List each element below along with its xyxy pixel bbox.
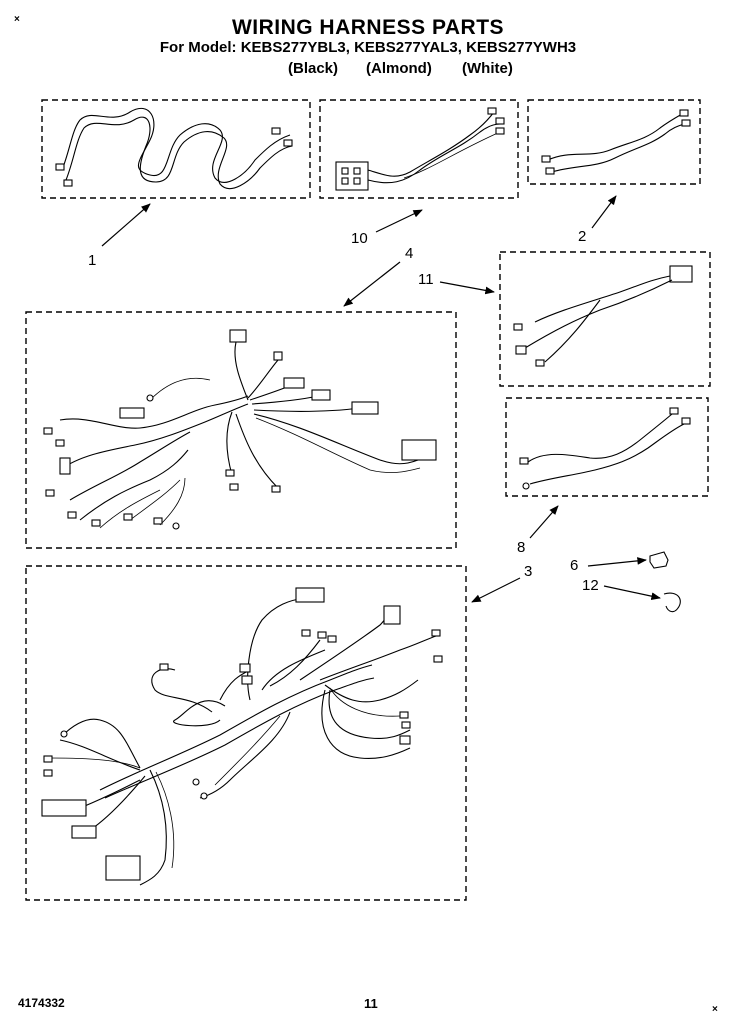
arrow-10 (375, 209, 423, 233)
registration-mark-bottom-right: × (712, 1004, 718, 1015)
callout-11: 11 (418, 271, 434, 288)
page-title: WIRING HARNESS PARTS (231, 16, 505, 39)
part-10-harness (319, 99, 519, 199)
color-white: (White) (462, 60, 513, 77)
part-3-harness (25, 565, 467, 901)
part-3-ribbon-connector (41, 799, 87, 817)
arrow-6 (587, 557, 647, 567)
part-1-box (41, 99, 311, 199)
arrow-11 (439, 281, 495, 295)
callout-labels: 1 10 2 4 11 8 3 6 12 (88, 228, 599, 594)
color-almond: (Almond) (366, 60, 432, 77)
part-11-plug (669, 265, 693, 283)
part-3-multi-connector (105, 855, 141, 881)
part-1-terminal (283, 139, 293, 147)
callout-1: 1 (88, 252, 96, 269)
callout-8: 8 (517, 539, 525, 556)
part-8-harness (505, 397, 709, 497)
callout-10: 10 (351, 230, 368, 247)
color-black: (Black) (288, 60, 339, 77)
arrow-4 (343, 261, 401, 307)
callout-3: 3 (524, 563, 532, 580)
document-number: 4174332 (18, 996, 65, 1010)
part-10-terminal (495, 127, 505, 135)
part-4-box (25, 311, 457, 549)
part-10-terminal (487, 107, 497, 115)
arrow-3 (471, 577, 521, 603)
part-3-box (25, 565, 467, 901)
arrow-8 (529, 505, 559, 539)
arrow-1 (101, 203, 151, 247)
part-2-box (527, 99, 701, 185)
part-2-harness (527, 99, 701, 185)
part-1-terminal (55, 163, 65, 171)
registration-mark-top-left: × (14, 14, 20, 25)
part-12-wire-tie (663, 592, 681, 613)
part-10-block-connector (335, 161, 369, 191)
callout-arrows (101, 195, 661, 603)
part-1-harness (41, 99, 311, 199)
callout-2: 2 (578, 228, 586, 245)
arrow-12 (603, 585, 661, 600)
callout-4: 4 (405, 245, 413, 262)
part-10-box (319, 99, 519, 199)
page-number: 11 (364, 996, 378, 1011)
callout-6: 6 (570, 557, 578, 574)
part-11-harness (499, 251, 711, 387)
model-list: For Model: KEBS277YBL3, KEBS277YAL3, KEB… (159, 39, 577, 56)
callout-12: 12 (582, 577, 599, 594)
part-10-terminal (495, 117, 505, 125)
part-6-clip (649, 551, 669, 569)
part-1-terminal (63, 179, 73, 187)
part-1-terminal (271, 127, 281, 135)
part-4-multi-connector (401, 439, 437, 461)
part-8-box (505, 397, 709, 497)
part-4-harness (25, 311, 457, 549)
arrow-2 (591, 195, 617, 229)
part-11-box (499, 251, 711, 387)
